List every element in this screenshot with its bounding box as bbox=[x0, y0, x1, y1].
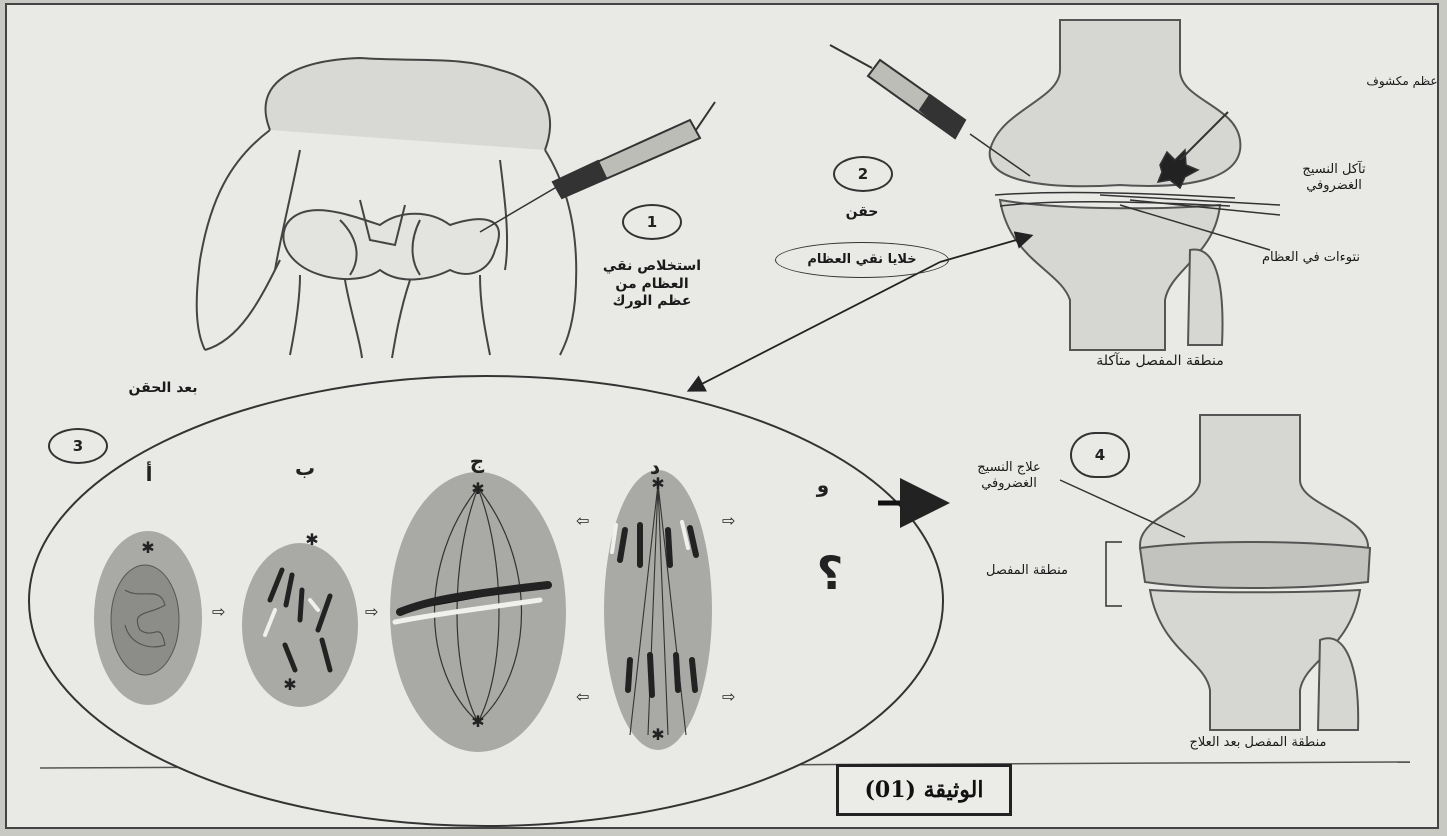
step-1-number: 1 bbox=[622, 204, 682, 240]
step-3-caption: بعد الحقن bbox=[118, 380, 208, 398]
step-4-number: 4 bbox=[1070, 432, 1130, 478]
step-1-caption: استخلاص نقي العظام من عظم الورك bbox=[598, 258, 706, 311]
step-2-number: 2 bbox=[833, 156, 893, 192]
cartilage-erosion-label: تآكل النسيج الغضروفي bbox=[1290, 162, 1378, 195]
svg-text:✱: ✱ bbox=[471, 479, 484, 498]
stage-letter-c: ج bbox=[462, 449, 492, 473]
stage-letter-a: أ bbox=[134, 462, 164, 486]
svg-text:⇨: ⇨ bbox=[365, 602, 378, 621]
document-label: الوثيقة (01) bbox=[836, 764, 1012, 816]
svg-text:✱: ✱ bbox=[283, 675, 296, 694]
svg-text:⇦: ⇦ bbox=[576, 687, 589, 706]
stage-letter-e: و bbox=[808, 473, 838, 497]
svg-text:✱: ✱ bbox=[471, 712, 484, 731]
treated-joint-caption: منطقة المفصل بعد العلاج bbox=[1118, 735, 1398, 751]
damaged-joint-caption: منطقة المفصل متآكلة bbox=[1035, 353, 1285, 371]
cell-stage-c: ✱ ✱ bbox=[390, 472, 566, 752]
joint-zone-label: منطقة المفصل bbox=[952, 563, 1102, 579]
step-3-number: 3 bbox=[48, 428, 108, 464]
svg-text:✱: ✱ bbox=[651, 725, 664, 744]
svg-text:⇨: ⇨ bbox=[722, 687, 735, 706]
svg-text:✱: ✱ bbox=[141, 538, 154, 557]
unknown-stage-mark: ؟ bbox=[805, 546, 855, 600]
stage-letter-b: ب bbox=[290, 456, 320, 480]
bone-spurs-label: نتوءات في العظام bbox=[1236, 250, 1386, 266]
svg-text:✱: ✱ bbox=[305, 530, 318, 549]
svg-text:⇦: ⇦ bbox=[576, 511, 589, 530]
svg-text:⇨: ⇨ bbox=[212, 602, 225, 621]
bone-marrow-cells-oval: خلايا نقي العظام bbox=[775, 242, 949, 278]
cartilage-treatment-label: علاج النسيج الغضروفي bbox=[948, 460, 1070, 493]
svg-text:⇨: ⇨ bbox=[722, 511, 735, 530]
step-2-caption: حقن bbox=[832, 204, 892, 222]
exposed-bone-label: عظم مكشوف bbox=[1362, 74, 1442, 89]
cell-stage-a: ✱ bbox=[94, 531, 202, 705]
stage-letter-d: د bbox=[640, 455, 670, 479]
cell-stage-d: ✱ ✱ bbox=[604, 470, 712, 750]
